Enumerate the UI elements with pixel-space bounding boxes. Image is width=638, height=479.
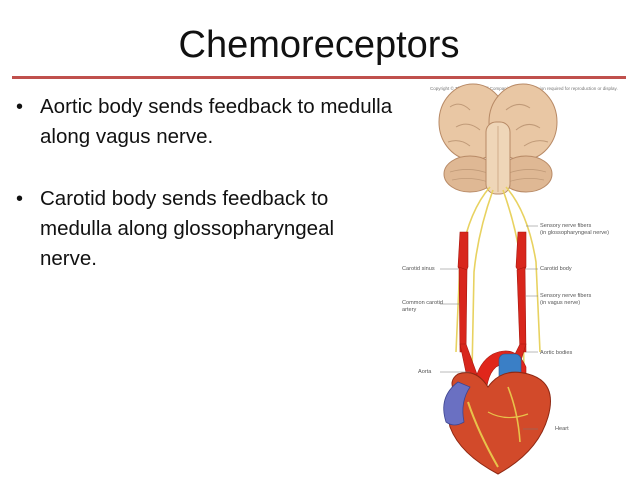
- heart-illustration: [443, 371, 551, 475]
- bullet-carotid-body: Carotid body sends feedback to medulla a…: [14, 184, 394, 274]
- label-sensory-vagus-line2: (in vagus nerve): [540, 300, 581, 306]
- label-common-carotid-line1: Common carotid: [402, 300, 444, 306]
- chemoreceptor-anatomy-illustration: [438, 83, 558, 475]
- nerve-fibers: [455, 186, 541, 373]
- bullet-aortic-body: Aortic body sends feedback to medulla al…: [14, 92, 394, 152]
- title-divider: [12, 76, 626, 79]
- label-sensory-vagus-line1: Sensory nerve fibers: [540, 293, 592, 299]
- label-sensory-glosso-line2: (in glossopharyngeal nerve): [540, 230, 610, 236]
- label-carotid-sinus: Carotid sinus: [402, 266, 435, 272]
- label-leader-lines: [440, 225, 538, 430]
- label-common-carotid-line2: artery: [402, 307, 417, 313]
- label-carotid-body: Carotid body: [540, 266, 572, 272]
- arteries: [457, 231, 527, 383]
- label-aortic-bodies: Aortic bodies: [540, 350, 573, 356]
- label-aorta: Aorta: [418, 369, 432, 375]
- brain-illustration: [438, 83, 558, 195]
- bullet-list: Aortic body sends feedback to medulla al…: [14, 92, 394, 306]
- slide-title: Chemoreceptors: [178, 24, 460, 66]
- label-sensory-glosso-line1: Sensory nerve fibers: [540, 223, 592, 229]
- label-heart: Heart: [555, 426, 569, 432]
